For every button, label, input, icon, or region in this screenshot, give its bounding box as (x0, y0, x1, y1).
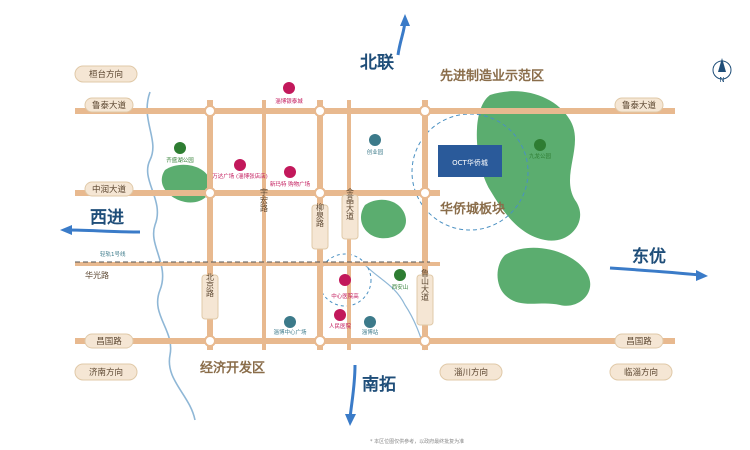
poi-jiulong: 九龙公园 (529, 152, 552, 160)
compass: N (712, 58, 732, 84)
huaqiao-green-area (476, 91, 581, 241)
poi-qilu-park: 齐盛湖公园 (166, 156, 194, 164)
poi-markers: 淄博银泰城 齐盛湖公园 万达广场 (淄博张店店) 新玛特 购物广场 创业园 西安… (100, 82, 551, 336)
road-label-changguo-left: 昌国路 (96, 336, 122, 347)
poi-cbd: 淄博银泰城 (275, 97, 303, 105)
poi-people-hospital: 人民医院 (329, 322, 352, 330)
poi-xinmatai: 新玛特 购物广场 (270, 180, 311, 188)
road-label-lutai-right: 鲁泰大道 (622, 100, 657, 111)
poi-wanda: 万达广场 (淄博张店店) (212, 172, 268, 180)
changguo-road (75, 338, 675, 344)
center-circle (318, 253, 372, 307)
direction-south: 南拓 (362, 374, 396, 395)
road-label-lutai-left: 鲁泰大道 (92, 100, 127, 111)
oct-logo-text: OCT华侨城 (452, 158, 488, 167)
dest-huantai: 桓台方向 (89, 69, 123, 80)
direction-east: 东优 (632, 246, 666, 267)
zone-huaqiao-block: 华侨城板块 (440, 201, 506, 217)
poi-zhongxin: 中心医院高 (331, 292, 359, 300)
poi-chuangye: 创业园 (367, 148, 384, 156)
poi-nan-tie: 轻轨1号线 (100, 250, 126, 258)
arrow-west (60, 225, 141, 235)
junctions (204, 105, 431, 347)
lutai-road (75, 108, 675, 114)
dest-linzi: 临淄方向 (624, 367, 658, 378)
oct-logo (438, 145, 502, 177)
lushan-road (422, 100, 428, 350)
river-2 (364, 264, 426, 351)
road-label-pills: 鲁泰大道 鲁泰大道 中润大道 昌国路 昌国路 (84, 97, 664, 349)
river (146, 91, 196, 421)
road-label-lushan: 鲁山大道 (421, 268, 430, 302)
arrow-north (396, 14, 410, 56)
huaqiao-block-circle (411, 113, 529, 231)
direction-west: 西进 (90, 208, 124, 228)
beijing-road (207, 100, 213, 350)
dest-zichuan: 淄川方向 (454, 367, 488, 378)
zone-econ-dev: 经济开发区 (200, 360, 265, 376)
poi-zibo-station: 淄博站 (362, 328, 379, 336)
road-label-liuquan: 柳泉路 (316, 202, 325, 227)
center-green-area (360, 199, 406, 239)
road-label-beijing: 北京路 (206, 273, 215, 297)
footnote: * 本区位图仅供参考，以政府最终批复为准 (370, 438, 464, 445)
park-area (161, 164, 211, 203)
road-label-yuhua: 宇宏路 (260, 187, 269, 212)
destination-pills: 桓台方向 济南方向 淄川方向 临淄方向 (74, 65, 673, 381)
zone-advanced-mfg: 先进制造业示范区 (440, 68, 544, 84)
zhongrun-road (75, 190, 440, 196)
arrow-south (345, 364, 357, 426)
direction-north: 北联 (360, 53, 394, 73)
huaguang-road (75, 262, 440, 266)
poi-changguo-center: 淄博中心广场 (273, 328, 307, 336)
road-label-huaguang: 华光路 (85, 270, 109, 280)
road-label-jintai: 金晶大道 (346, 187, 355, 221)
road-label-changguo-right: 昌国路 (626, 336, 652, 347)
north-label: N (719, 76, 724, 84)
poi-xishan: 西安山 (392, 283, 409, 291)
arrow-east (609, 266, 708, 281)
road-label-zhongrun: 中润大道 (92, 184, 127, 195)
east-green-area (497, 247, 591, 306)
vertical-road-labels: 北京路 柳泉路 金晶大道 鲁山大道 宇宏路 (201, 187, 434, 326)
dest-jinan: 济南方向 (89, 367, 123, 378)
yuhua-road (262, 100, 266, 350)
